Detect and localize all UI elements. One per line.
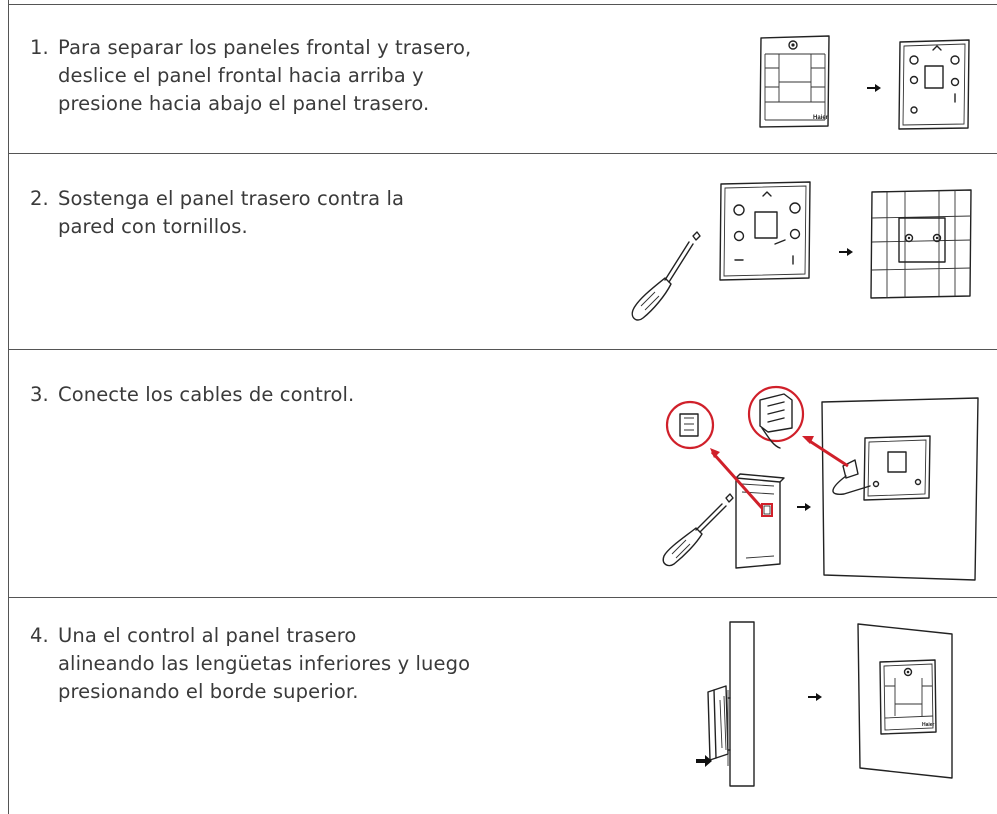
step-line: Para separar los paneles frontal y trase…	[58, 36, 472, 59]
step-line: alineando las lengüetas inferiores y lue…	[58, 652, 471, 675]
installed-control-icon: Haier	[857, 623, 953, 779]
terminal-zoom-icon	[665, 400, 715, 450]
step-line: pared con tornillos.	[58, 215, 248, 238]
back-panel-icon	[898, 39, 970, 130]
divider-3	[8, 597, 997, 598]
step-line: Una el control al panel trasero	[58, 624, 357, 647]
step-2-text: 2. Sostenga el panel trasero contra la pa…	[30, 185, 404, 241]
step-3-illustration	[662, 385, 979, 581]
arrow-right-icon	[797, 503, 811, 511]
brand-logo: Haier	[922, 722, 935, 728]
wall-with-wiring-icon	[821, 397, 979, 581]
step-line: Sostenga el panel trasero contra la	[58, 187, 405, 210]
screwdriver-icon	[662, 493, 734, 567]
step-number: 2.	[30, 187, 49, 210]
control-side-mount-icon	[696, 621, 755, 787]
step-line: presionando el borde superior.	[58, 680, 359, 703]
step-number: 3.	[30, 383, 49, 406]
left-border	[8, 0, 9, 814]
arrow-right-icon	[839, 248, 853, 256]
back-panel-icon	[719, 181, 811, 281]
panel-side-icon	[735, 473, 785, 569]
front-panel-icon: Haier	[759, 35, 830, 128]
connector-zoom-icon	[747, 385, 805, 449]
arrow-right-icon	[808, 693, 822, 701]
panel-on-wall-icon	[870, 189, 972, 299]
divider-1	[8, 153, 997, 154]
step-number: 4.	[30, 624, 49, 647]
step-1-text: 1. Para separar los paneles frontal y tra…	[30, 34, 471, 118]
step-3-text: 3. Conecte los cables de control.	[30, 381, 354, 409]
step-4-text: 4. Una el control al panel trasero alinea…	[30, 622, 470, 706]
top-border	[8, 4, 997, 5]
step-2-illustration	[631, 181, 972, 321]
step-1-illustration: Haier	[759, 35, 970, 130]
arrow-right-icon	[867, 84, 881, 92]
brand-logo: Haier	[813, 115, 829, 121]
step-number: 1.	[30, 36, 49, 59]
step-line: Conecte los cables de control.	[58, 383, 355, 406]
red-arrows	[710, 436, 849, 509]
divider-2	[8, 349, 997, 350]
screwdriver-icon	[631, 231, 701, 321]
step-line: presione hacia abajo el panel trasero.	[58, 92, 430, 115]
step-4-illustration: Haier	[696, 621, 953, 787]
step-line: deslice el panel frontal hacia arriba y	[58, 64, 424, 87]
